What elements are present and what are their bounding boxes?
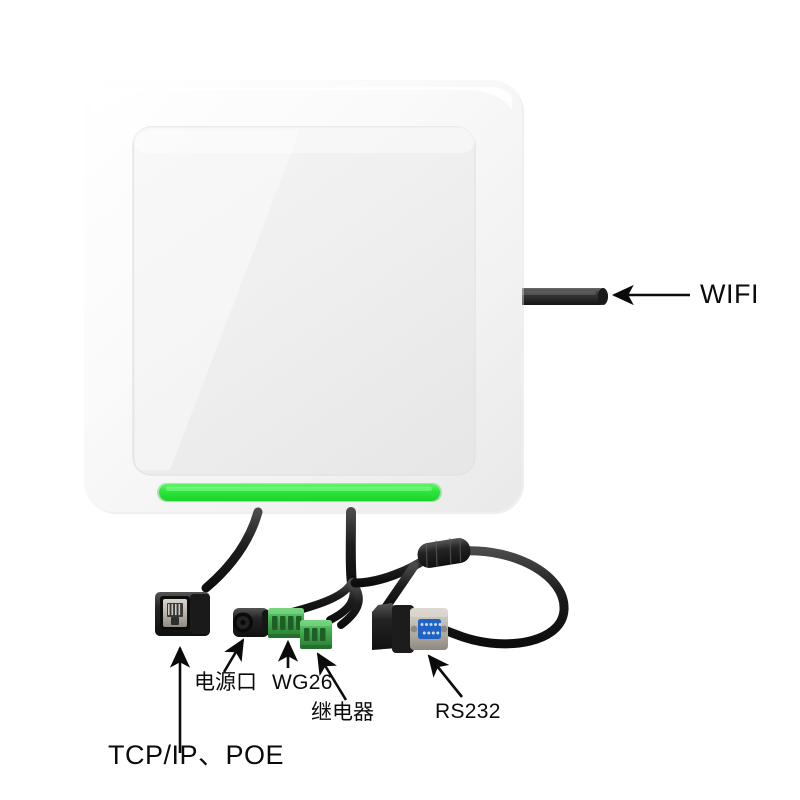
label-relay: 继电器: [311, 701, 374, 724]
label-tcpip-poe: TCP/IP、POE: [108, 740, 285, 770]
wg26-terminal: [268, 608, 304, 638]
arrow-relay: [316, 652, 348, 701]
arrow-rs232: [427, 654, 464, 698]
label-rs232: RS232: [435, 700, 501, 723]
reader-device-body: [84, 80, 524, 514]
rj45-connector: [155, 592, 210, 636]
db9-connector: [372, 603, 448, 653]
status-led-bar: [157, 483, 442, 502]
wifi-antenna: [512, 288, 608, 305]
label-power-port: 电源口: [194, 671, 257, 694]
relay-terminal: [300, 620, 332, 649]
label-wg26: WG26: [272, 671, 333, 694]
annotation-arrows: [169, 284, 690, 753]
ferrite-bead: [417, 537, 471, 568]
label-wifi: WIFI: [700, 279, 759, 309]
arrow-power: [222, 638, 245, 673]
